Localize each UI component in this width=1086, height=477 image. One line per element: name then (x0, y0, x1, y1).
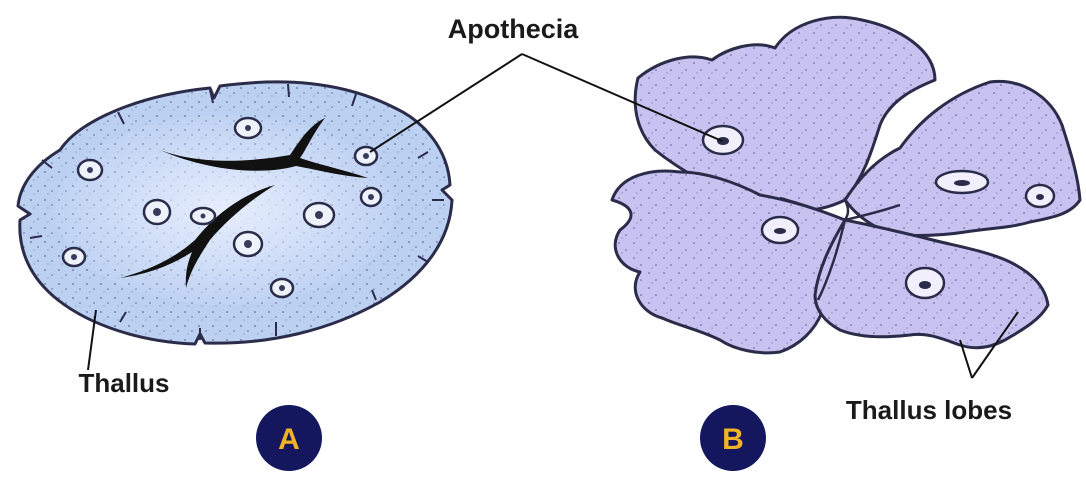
badge-a-text: A (278, 423, 300, 456)
apothecia-label: Apothecia (448, 14, 580, 44)
badge-a: A (256, 405, 322, 471)
figure-a (18, 82, 452, 344)
figure-b (612, 17, 1080, 353)
badge-b-text: B (722, 423, 744, 456)
thallus-label: Thallus (78, 368, 169, 398)
badge-b: B (700, 405, 766, 471)
apothecia-leader-a (370, 54, 522, 152)
thallus-lobes-label: Thallus lobes (846, 395, 1012, 425)
